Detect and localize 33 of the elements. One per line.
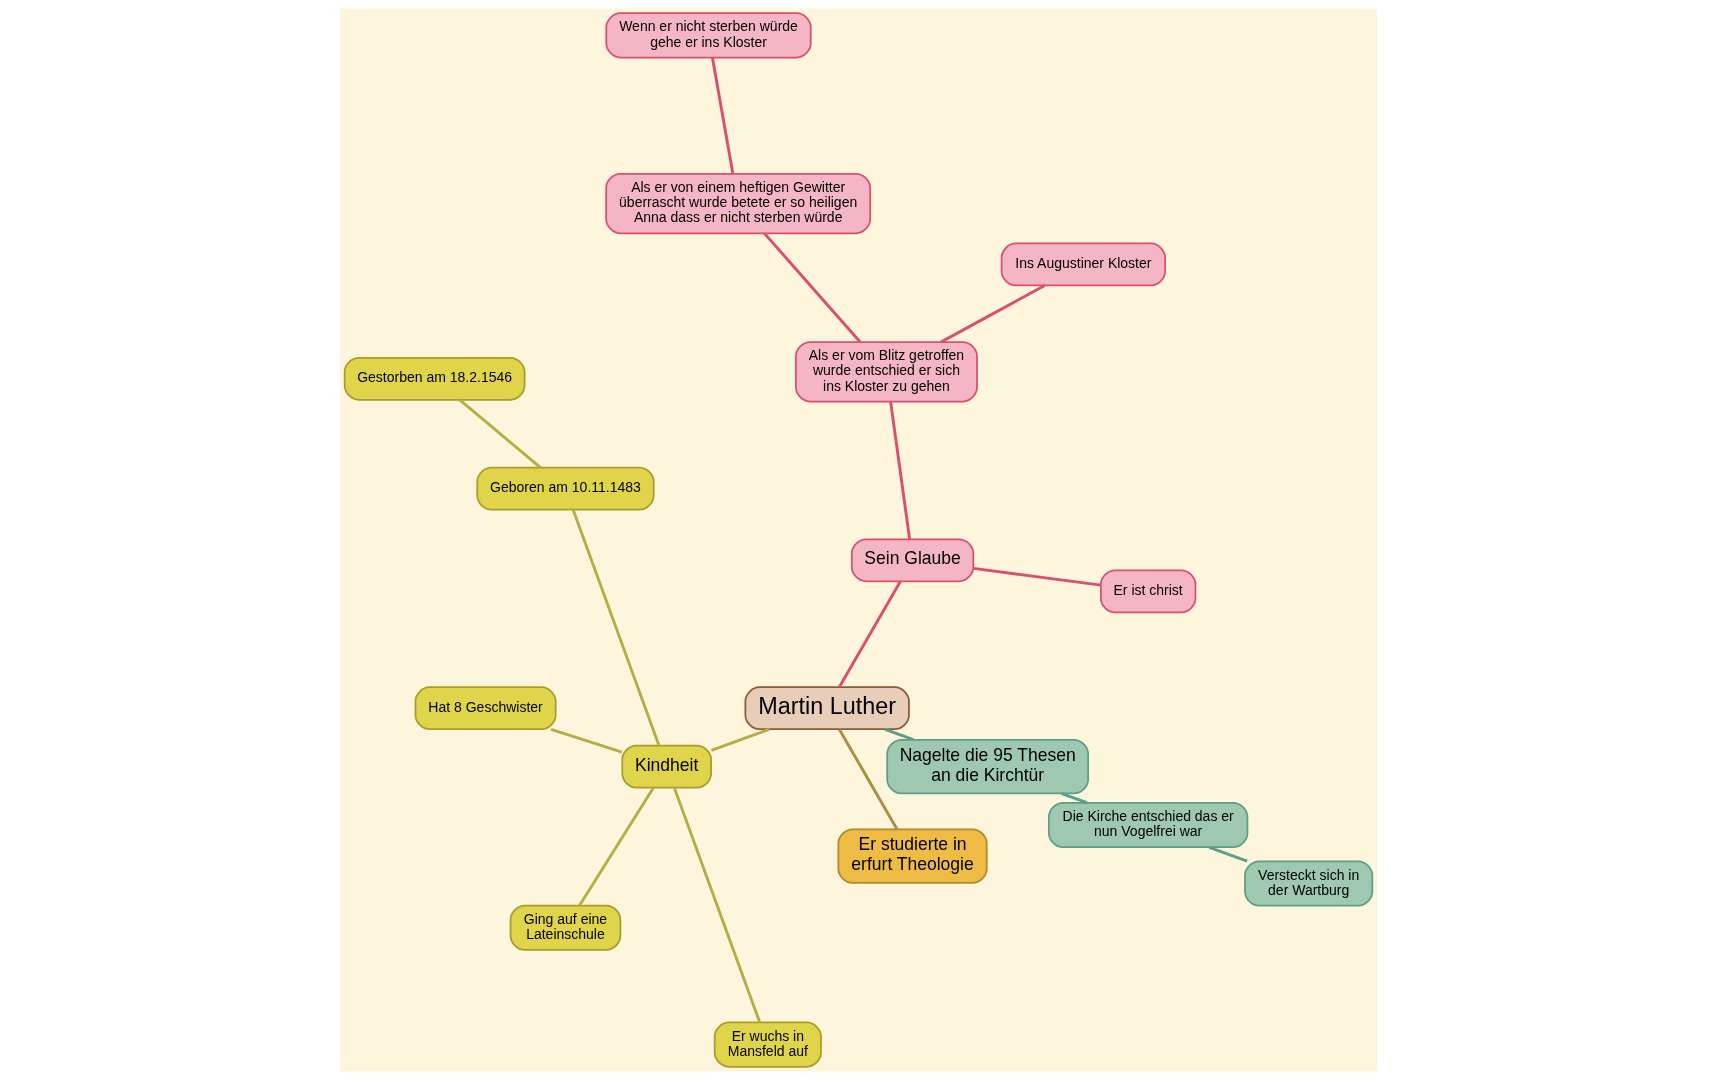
connector xyxy=(458,398,542,469)
connector xyxy=(1208,845,1248,863)
connector xyxy=(889,401,912,540)
node-box: Er ist christ xyxy=(1099,569,1197,614)
connector xyxy=(673,787,761,1023)
node-box: Er wuchs in Mansfeld auf xyxy=(713,1021,822,1068)
connector xyxy=(940,284,1046,344)
node-box: Geboren am 10.11.1483 xyxy=(476,466,655,511)
node-box: Als er von einem heftigen Gewitter überrascht wurde betete er so heiligen Anna dass er nicht sterben würde xyxy=(605,172,872,235)
node-box: Er studierte in erfurt Theologie xyxy=(837,828,988,884)
connector xyxy=(884,727,914,741)
connector xyxy=(571,509,661,746)
connector xyxy=(838,728,899,830)
connector xyxy=(763,232,862,343)
connector xyxy=(550,727,623,754)
connector xyxy=(578,786,655,906)
node-box: Hat 8 Geschwister xyxy=(414,686,557,731)
node-box: Ins Augustiner Kloster xyxy=(1000,242,1166,287)
node-box: Martin Luther xyxy=(744,686,910,731)
node-box: Die Kirche entschied das er nun Vogelfrei war xyxy=(1047,801,1249,849)
node-box: Als er vom Blitz getroffen wurde entschied er sich ins Kloster zu gehen xyxy=(795,341,978,403)
node-box: Gestorben am 18.2.1546 xyxy=(343,356,526,401)
node-box: Wenn er nicht sterben würde gehe er ins Kloster xyxy=(605,12,812,59)
connector xyxy=(973,566,1101,587)
connector xyxy=(1061,792,1088,805)
node-box: Ging auf eine Lateinschule xyxy=(509,904,622,951)
node-box: Versteckt sich in der Wartburg xyxy=(1244,860,1374,907)
node-box: Sein Glaube xyxy=(850,538,975,583)
node-box: Nagelte die 95 Thesen an die Kirchtür xyxy=(886,738,1089,795)
connector xyxy=(711,57,735,174)
node-box: Kindheit xyxy=(621,744,712,789)
connector xyxy=(838,580,902,688)
connector xyxy=(710,727,770,752)
